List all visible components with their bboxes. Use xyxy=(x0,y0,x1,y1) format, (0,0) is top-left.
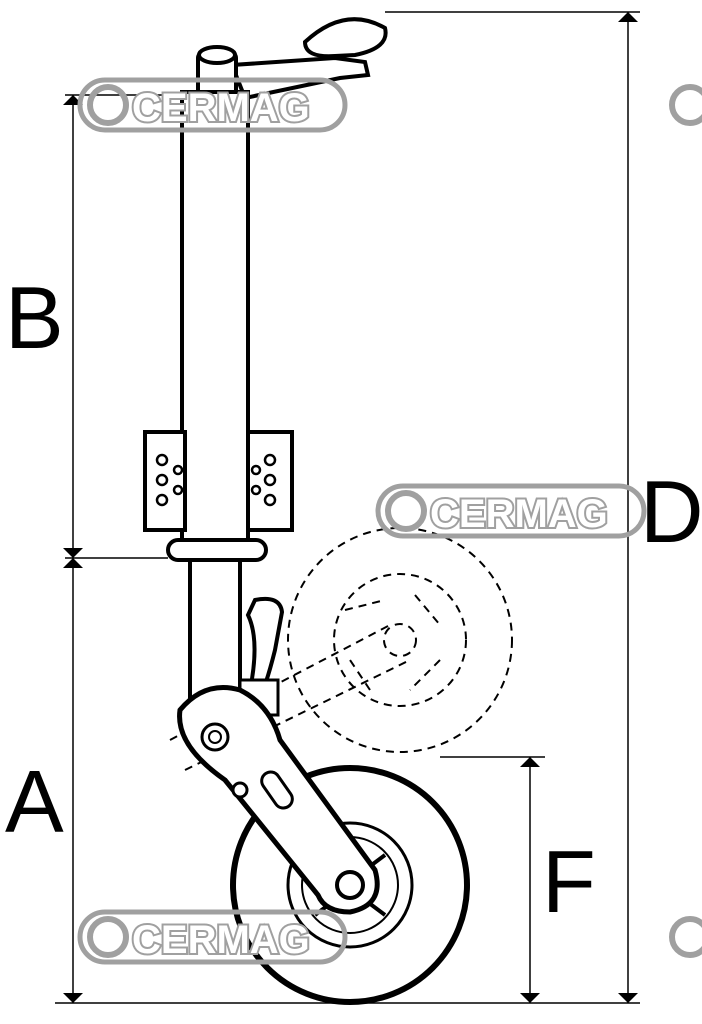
label-a: A xyxy=(5,752,64,851)
label-f: F xyxy=(542,832,596,931)
watermark-text: CERMAG xyxy=(132,918,310,962)
watermark-text: CERMAG xyxy=(132,86,310,130)
inner-tube xyxy=(188,558,242,712)
logo-icon xyxy=(385,490,427,532)
watermark-bottom-left: CERMAG xyxy=(77,909,348,965)
clamp xyxy=(143,430,294,532)
watermark-top-left: CERMAG xyxy=(77,77,348,133)
watermark-right-edge xyxy=(669,84,702,958)
watermark-center: CERMAG xyxy=(375,483,647,539)
crank-knob xyxy=(302,17,388,59)
label-d: D xyxy=(640,462,702,561)
logo-icon xyxy=(87,916,129,958)
swivel-arm xyxy=(177,685,380,915)
watermark-text: CERMAG xyxy=(430,492,608,536)
label-b: B xyxy=(5,268,64,367)
logo-icon xyxy=(87,84,129,126)
collar xyxy=(166,538,268,562)
folded-wheel-outline xyxy=(169,527,513,771)
outer-tube xyxy=(180,90,250,544)
